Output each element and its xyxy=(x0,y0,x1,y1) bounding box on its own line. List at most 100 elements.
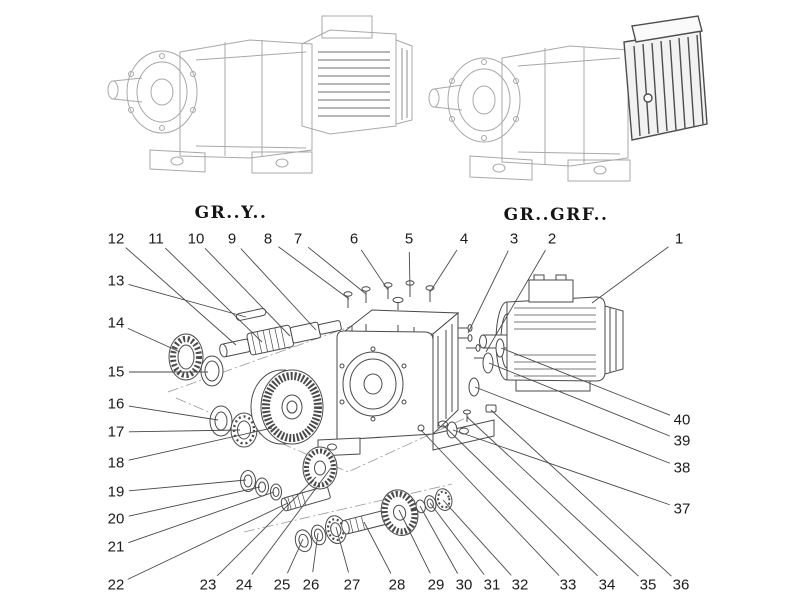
callout-32: 32 xyxy=(512,577,529,594)
leader-line-16 xyxy=(128,405,219,421)
callout-7: 7 xyxy=(294,231,302,248)
leader-line-33 xyxy=(420,429,560,576)
part-coupling-ring xyxy=(168,333,204,381)
callout-36: 36 xyxy=(673,577,690,594)
leader-line-12 xyxy=(125,247,237,346)
assembled-view-gr-y xyxy=(107,15,413,174)
callout-37: 37 xyxy=(674,501,691,518)
leader-line-39 xyxy=(488,362,671,437)
leader-line-5 xyxy=(408,251,411,289)
part-input-shaft xyxy=(219,320,342,358)
callout-38: 38 xyxy=(674,460,691,477)
leader-line-6 xyxy=(360,249,389,291)
leader-line-30 xyxy=(419,505,459,574)
motor-fins xyxy=(318,51,390,117)
leader-line-3 xyxy=(467,250,509,334)
callout-20: 20 xyxy=(108,511,125,528)
callout-31: 31 xyxy=(484,577,501,594)
leader-line-14 xyxy=(127,327,181,353)
part-gear-large xyxy=(250,369,324,445)
exploded-parts xyxy=(168,274,624,553)
callout-2: 2 xyxy=(548,231,556,248)
leader-line-31 xyxy=(429,502,485,575)
part-key xyxy=(235,308,267,321)
leader-line-7 xyxy=(307,246,367,295)
callout-24: 24 xyxy=(236,577,253,594)
part-output-seals xyxy=(446,338,505,439)
leader-line-9 xyxy=(240,248,317,331)
callout-12: 12 xyxy=(108,231,125,248)
callout-16: 16 xyxy=(108,396,125,413)
callout-6: 6 xyxy=(350,231,358,248)
callout-4: 4 xyxy=(460,231,468,248)
callout-33: 33 xyxy=(560,577,577,594)
part-washer-16 xyxy=(209,405,233,437)
callout-15: 15 xyxy=(108,364,125,381)
callout-17: 17 xyxy=(108,424,125,441)
callout-11: 11 xyxy=(148,231,164,248)
part-gear-intermediate xyxy=(302,446,338,490)
callout-27: 27 xyxy=(344,577,361,594)
callout-9: 9 xyxy=(228,231,236,248)
callout-29: 29 xyxy=(428,577,445,594)
leader-line-22 xyxy=(127,502,289,580)
leader-line-10 xyxy=(204,248,291,337)
leader-line-25 xyxy=(286,538,304,574)
leader-line-24 xyxy=(251,467,332,575)
leader-line-4 xyxy=(429,249,458,293)
part-motor xyxy=(479,274,624,392)
leader-line-26 xyxy=(312,532,319,573)
leader-line-2 xyxy=(485,249,546,353)
callout-40: 40 xyxy=(674,412,691,429)
leader-line-38 xyxy=(474,386,671,464)
leader-line-40 xyxy=(500,347,671,416)
leader-line-18 xyxy=(128,427,273,461)
callout-3: 3 xyxy=(510,231,518,248)
leader-line-37 xyxy=(452,429,670,506)
callout-30: 30 xyxy=(456,577,473,594)
part-pinion-shaft xyxy=(280,485,331,512)
leader-line-13 xyxy=(128,284,247,318)
callout-21: 21 xyxy=(108,539,125,556)
callout-28: 28 xyxy=(389,577,406,594)
part-hardware-33-36 xyxy=(417,404,497,432)
leader-line-32 xyxy=(442,499,512,576)
assembled-view-gr-grf xyxy=(428,15,708,182)
grf-cover-box xyxy=(623,15,708,141)
callout-22: 22 xyxy=(108,577,125,594)
leader-line-17 xyxy=(128,429,241,433)
callout-35: 35 xyxy=(640,577,657,594)
part-top-bolts xyxy=(343,280,435,310)
part-housing-body xyxy=(317,309,495,457)
leader-line-27 xyxy=(335,526,349,573)
part-snap-ring xyxy=(200,355,224,387)
leader-line-29 xyxy=(398,509,431,574)
leader-line-11 xyxy=(165,247,263,343)
callout-8: 8 xyxy=(264,231,272,248)
callout-18: 18 xyxy=(108,455,125,472)
part-output-shaft-assembly xyxy=(294,488,453,553)
leader-line-8 xyxy=(278,246,350,300)
callout-26: 26 xyxy=(303,577,320,594)
callout-10: 10 xyxy=(188,231,205,248)
callout-5: 5 xyxy=(405,231,413,248)
callout-1: 1 xyxy=(675,231,683,248)
callout-34: 34 xyxy=(599,577,616,594)
leader-line-20 xyxy=(128,486,261,517)
leader-line-28 xyxy=(363,521,392,574)
leader-line-35 xyxy=(466,416,639,577)
leader-line-34 xyxy=(442,424,599,577)
leader-line-1 xyxy=(591,246,669,304)
callout-13: 13 xyxy=(108,273,125,290)
variant-title-gr-grf: GR..GRF.. xyxy=(503,205,609,225)
callout-23: 23 xyxy=(200,577,217,594)
leader-line-23 xyxy=(216,476,317,577)
leader-line-19 xyxy=(128,479,247,492)
callout-39: 39 xyxy=(674,433,691,450)
part-rings-19-21 xyxy=(240,470,282,501)
callout-14: 14 xyxy=(108,315,125,332)
leader-line-21 xyxy=(128,491,275,544)
